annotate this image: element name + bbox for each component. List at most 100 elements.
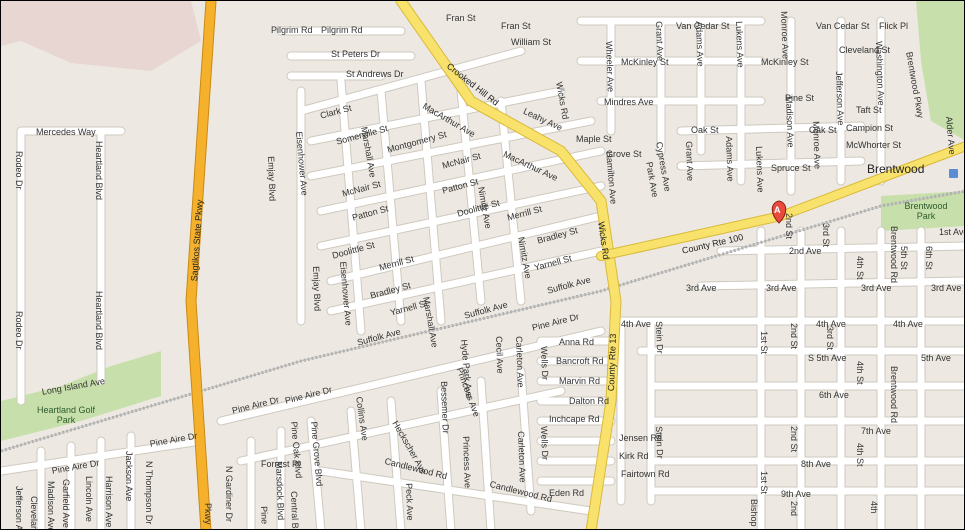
street-label: Inchcape Rd <box>549 414 600 424</box>
street-label: Lukens Ave <box>734 21 746 68</box>
street-label: McKinley St <box>761 57 809 67</box>
street-label: Rodeo Dr <box>14 311 24 350</box>
industrial-area <box>1 1 201 71</box>
street-label: Jackson Ave <box>124 451 134 502</box>
street-label: Anna Rd <box>559 337 595 347</box>
street-label: 4th Ave <box>893 319 923 329</box>
street-label: 6th St <box>924 246 934 270</box>
street-label: 7th Ave <box>861 426 891 436</box>
street-label: Campion St <box>846 123 894 133</box>
street-label: Pilgrim Rd <box>321 25 363 35</box>
street-label: S 5th Ave <box>808 353 847 363</box>
street-label: Stein Dr <box>654 426 666 459</box>
street-label: Garfield Ave <box>61 479 71 528</box>
street-label: Emjay Blvd <box>266 156 278 202</box>
street-label: 2nd St <box>784 213 794 240</box>
street-label: Oak St <box>691 125 719 135</box>
street-label: 4th St <box>855 361 865 385</box>
street-label: N Gardiner Dr <box>224 466 234 523</box>
street-label: Pine <box>259 506 270 525</box>
street-label: Adams Ave <box>724 136 736 182</box>
street-label: 4th Ave <box>621 319 651 329</box>
marker-letter: A <box>774 205 781 215</box>
street-label: Wells Dr <box>539 426 551 461</box>
county-rte-13-label: County Rte 13 <box>606 333 619 392</box>
street-label: Fran St <box>501 21 531 31</box>
street-label: Princess Ave <box>461 436 473 489</box>
street-label: 1st St <box>759 331 769 355</box>
street-label: 2nd Ave <box>789 246 822 256</box>
street-label: 2nd St <box>789 426 799 453</box>
street-label: Pine St <box>785 93 815 103</box>
street-label: Cecil Ave <box>494 336 506 374</box>
street-label: Brentwood Rd <box>889 366 899 424</box>
street-fill <box>1 17 964 529</box>
street-label: Jefferson Ave <box>14 486 24 530</box>
golf-park-label: Heartland Golf Park <box>36 405 96 425</box>
street-label: Oak St <box>809 125 837 135</box>
street-label: Grant Ave <box>684 141 696 182</box>
street-label: Dalton Rd <box>569 396 610 406</box>
street-label: Marvin Rd <box>559 376 601 386</box>
street-label: Carleton Ave <box>516 431 528 483</box>
street-label: Pilgrim Rd <box>271 25 313 35</box>
street-label: 3rd Ave <box>931 283 962 293</box>
street-label: Eden Rd <box>549 488 585 498</box>
map-pin-icon <box>771 200 787 224</box>
street-label: 3rd St <box>821 223 831 248</box>
street-label: 1st Ave <box>939 227 964 237</box>
street-label: Lincoln Ave <box>84 476 94 522</box>
street-label: 4th Ave <box>816 319 846 329</box>
location-marker-a <box>771 200 787 224</box>
street-label: Kirk Rd <box>619 451 649 461</box>
street-label: 4th St <box>855 256 865 280</box>
street-label: Jensen Rd <box>619 433 663 443</box>
street-label: McWhorter St <box>846 140 902 150</box>
street-label: 1st St <box>759 471 769 495</box>
street-label: Heartland Blvd <box>94 141 104 201</box>
street-label: Fairtown Rd <box>621 469 670 479</box>
street-label: Central Blvd <box>289 491 301 530</box>
street-label: Van Cedar St <box>816 21 870 31</box>
street-label: Jefferson Ave <box>834 71 846 126</box>
street-label: 4th St <box>855 443 865 467</box>
street-label: Lukens Ave <box>754 146 766 193</box>
street-label: St Peters Dr <box>331 49 381 59</box>
street-label: Pkwy <box>203 503 213 525</box>
heartland-golf-park <box>1 351 161 441</box>
street-label: Spruce St <box>771 163 811 173</box>
park-area-top-right <box>916 1 964 140</box>
street-label: Cleveland St <box>839 45 891 55</box>
street-label: Carleton Ave <box>514 336 526 388</box>
street-label: 2nd St <box>789 323 799 350</box>
street-label: 3rd St <box>825 326 835 351</box>
street-label: Mindres Ave <box>604 97 654 107</box>
street-label: Monroe Ave <box>779 11 791 60</box>
street-label: 2nd <box>789 501 799 517</box>
street-label: Harrison Ave <box>104 476 114 528</box>
street-label: Flick Pl <box>879 21 908 31</box>
rail-station-icon <box>949 169 958 178</box>
street-label: Rodeo Dr <box>14 151 24 190</box>
street-label: Stein Dr <box>654 321 666 354</box>
street-label: Emjay Blvd <box>311 266 323 312</box>
street-label: 5th St <box>899 246 909 270</box>
street-label: William St <box>511 37 551 47</box>
street-label: Madison Ave <box>784 96 796 148</box>
street-label: Wells Dr <box>539 346 551 381</box>
street-label: Maple St <box>576 134 612 144</box>
street-label: Bancroft Rd <box>556 356 604 366</box>
street-label: 8th Ave <box>801 459 831 469</box>
street-label: 3rd Ave <box>686 283 717 293</box>
brentwood-park-label: Brentwood Park <box>904 201 948 221</box>
street-label: Fran St <box>446 13 476 23</box>
street-label: Adams Ave <box>694 21 706 67</box>
street-label: 9th Ave <box>781 489 811 499</box>
street-label: Marsdock Blvd <box>274 461 287 521</box>
street-label: Peck Ave <box>404 483 416 521</box>
street-label: 3rd Ave <box>861 283 892 293</box>
street-label: McKinley St <box>621 57 669 67</box>
street-label: Taft St <box>856 105 882 115</box>
